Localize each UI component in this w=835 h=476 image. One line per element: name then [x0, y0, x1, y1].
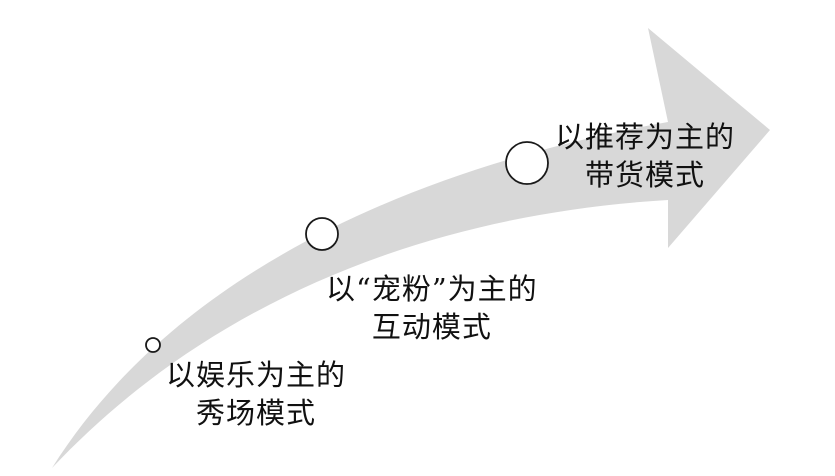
- stage-3-label-line2: 带货模式: [585, 158, 706, 192]
- stage-2-label-line2: 互动模式: [371, 310, 492, 344]
- stage-3-label-line1: 以推荐为主的: [555, 120, 736, 154]
- stage-1-label-line1: 以娱乐为主的: [166, 358, 347, 392]
- stage-1-label: 以娱乐为主的 秀场模式: [166, 356, 346, 432]
- stage-marker-1: [145, 337, 161, 353]
- stage-marker-2: [305, 217, 339, 251]
- stage-3-label: 以推荐为主的 带货模式: [555, 118, 735, 194]
- growth-arrow: [52, 28, 770, 468]
- stage-1-label-line2: 秀场模式: [196, 396, 317, 430]
- stage-marker-3: [505, 141, 549, 185]
- stage-2-label: 以“宠粉”为主的 互动模式: [326, 270, 538, 346]
- stage-2-label-line1: 以“宠粉”为主的: [326, 272, 538, 306]
